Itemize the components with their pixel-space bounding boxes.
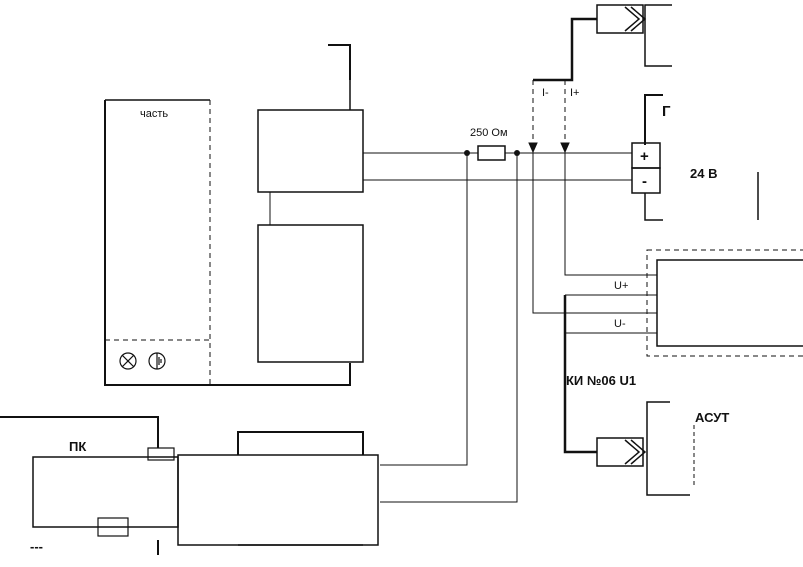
connector-icon bbox=[596, 401, 690, 496]
measuring-instrument bbox=[565, 249, 803, 357]
control-cabinet bbox=[104, 44, 351, 386]
ground-icon bbox=[148, 352, 166, 370]
u-plus-label: U+ bbox=[614, 280, 628, 292]
resistor-label: 250 Ом bbox=[470, 127, 508, 139]
junction-node bbox=[514, 150, 520, 156]
resistor bbox=[477, 145, 506, 161]
top-right-label: Г bbox=[662, 103, 671, 120]
instrument-cable bbox=[563, 295, 597, 454]
signal-wires bbox=[363, 150, 657, 503]
minus-terminal-label: - bbox=[642, 173, 647, 190]
pc-dashes: --- bbox=[30, 539, 43, 554]
junction-node bbox=[464, 150, 470, 156]
power-supply bbox=[631, 94, 759, 221]
plus-terminal-label: + bbox=[640, 148, 649, 165]
top-cable bbox=[533, 17, 597, 82]
ki-label: КИ №06 U1 bbox=[566, 373, 636, 388]
u-minus-label: U- bbox=[614, 318, 626, 330]
current-probe-leads bbox=[528, 80, 570, 154]
lamp-icon bbox=[119, 352, 137, 370]
i-minus-label: I- bbox=[542, 87, 549, 99]
i-plus-label: I+ bbox=[570, 87, 579, 99]
pc-label: ПК bbox=[69, 439, 86, 454]
terminal-block-lower bbox=[257, 224, 364, 363]
interface-adapter bbox=[177, 431, 379, 546]
voltage-label: 24 В bbox=[690, 166, 717, 181]
part-label: часть bbox=[140, 108, 168, 120]
asut-label: АСУТ bbox=[695, 410, 729, 425]
terminal-block-upper bbox=[257, 109, 364, 225]
